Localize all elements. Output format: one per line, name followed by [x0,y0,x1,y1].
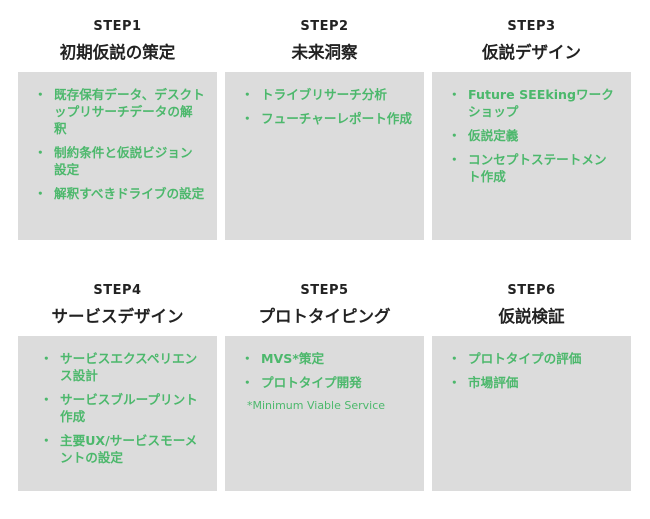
step-item-list: 既存保有データ、デスクトップリサーチデータの解釈 制約条件と仮説ビジョン設定 解… [34,86,205,202]
step-box: プロトタイプの評価 市場評価 [432,336,631,491]
step-item-list: トライブリサーチ分析 フューチャーレポート作成 [241,86,412,127]
list-item: 既存保有データ、デスクトップリサーチデータの解釈 [34,86,205,137]
step-box: MVS*策定 プロトタイプ開発 *Minimum Viable Service [225,336,424,491]
list-item: サービスエクスペリエンス設計 [40,350,205,384]
step-title: 未来洞察 [291,43,358,62]
step-box: 既存保有データ、デスクトップリサーチデータの解釈 制約条件と仮説ビジョン設定 解… [18,72,217,240]
list-item: トライブリサーチ分析 [241,86,412,103]
list-item: 解釈すべきドライブの設定 [34,185,205,202]
list-item: プロトタイプ開発 [241,374,412,391]
step-item-list: プロトタイプの評価 市場評価 [448,350,619,391]
list-item: 市場評価 [448,374,619,391]
list-item: 仮説定義 [448,127,619,144]
step-number: STEP5 [300,283,349,298]
step-number: STEP3 [507,19,556,34]
list-item: 主要UX/サービスモーメントの設定 [40,432,205,466]
list-item: Future SEEkingワークショップ [448,86,619,120]
list-item: 制約条件と仮説ビジョン設定 [34,144,205,178]
step-number: STEP2 [300,19,349,34]
step-title: 仮説検証 [498,307,565,326]
step-box: Future SEEkingワークショップ 仮説定義 コンセプトステートメント作… [432,72,631,240]
list-item: フューチャーレポート作成 [241,110,412,127]
list-item: プロトタイプの評価 [448,350,619,367]
list-item: MVS*策定 [241,350,412,367]
list-item: コンセプトステートメント作成 [448,151,619,185]
footnote: *Minimum Viable Service [247,399,386,412]
list-item: サービスブループリント作成 [40,391,205,425]
step-number: STEP1 [93,19,142,34]
step-title: サービスデザイン [51,307,184,326]
step-item-list: Future SEEkingワークショップ 仮説定義 コンセプトステートメント作… [448,86,619,185]
step-item-list: MVS*策定 プロトタイプ開発 [241,350,412,391]
step-box: サービスエクスペリエンス設計 サービスブループリント作成 主要UX/サービスモー… [18,336,217,491]
step-title: 初期仮説の策定 [59,43,176,62]
step-title: プロトタイピング [258,307,391,326]
step-box: トライブリサーチ分析 フューチャーレポート作成 [225,72,424,240]
step-item-list: サービスエクスペリエンス設計 サービスブループリント作成 主要UX/サービスモー… [40,350,205,466]
step-number: STEP4 [93,283,142,298]
step-number: STEP6 [507,283,556,298]
step-title: 仮説デザイン [482,43,581,62]
